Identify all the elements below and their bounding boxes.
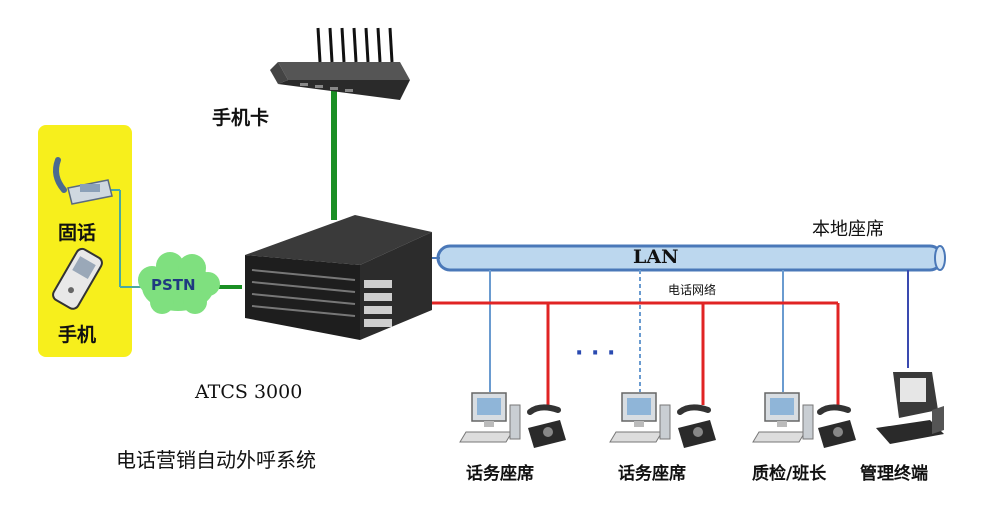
pstn-cloud-icon	[138, 252, 220, 314]
ellipsis-dots: · · ·	[575, 341, 615, 366]
mobile-phone-icon	[52, 247, 103, 310]
landline-phone-icon	[53, 157, 113, 205]
desk-phone-icon	[527, 404, 566, 448]
terminal-computer-icon	[876, 372, 944, 444]
local-seats-label: 本地座席	[812, 219, 884, 240]
pc-workstation-icon	[459, 392, 521, 443]
model-label: ATCS 3000	[195, 381, 303, 403]
lan-bus	[436, 244, 946, 272]
pstn-server-link	[212, 285, 242, 289]
mobile-label: 手机	[58, 324, 97, 346]
server-chassis-icon	[245, 215, 432, 340]
desk-phone-icon	[677, 404, 716, 448]
desk-phone-icon	[817, 404, 856, 448]
pc-workstation-icon	[752, 392, 814, 443]
sim-card-label: 手机卡	[212, 107, 270, 129]
phone-network-lines	[425, 301, 840, 410]
landline-label: 固话	[58, 222, 97, 244]
seat-1-label: 话务座席	[466, 464, 534, 484]
management-terminal-label: 管理终端	[860, 464, 928, 484]
seat-2-label: 话务座席	[618, 464, 686, 484]
pstn-label: PSTN	[151, 276, 196, 294]
caller-devices-panel	[38, 125, 132, 357]
lan-label: LAN	[633, 246, 679, 268]
gsm-link-line	[331, 90, 337, 220]
phone-network-label: 电话网络	[668, 283, 717, 297]
system-name-label: 电话营销自动外呼系统	[116, 448, 316, 472]
pc-workstation-icon	[609, 392, 671, 443]
gsm-gateway-icon	[270, 27, 410, 100]
quality-supervisor-label: 质检/班长	[752, 464, 827, 484]
